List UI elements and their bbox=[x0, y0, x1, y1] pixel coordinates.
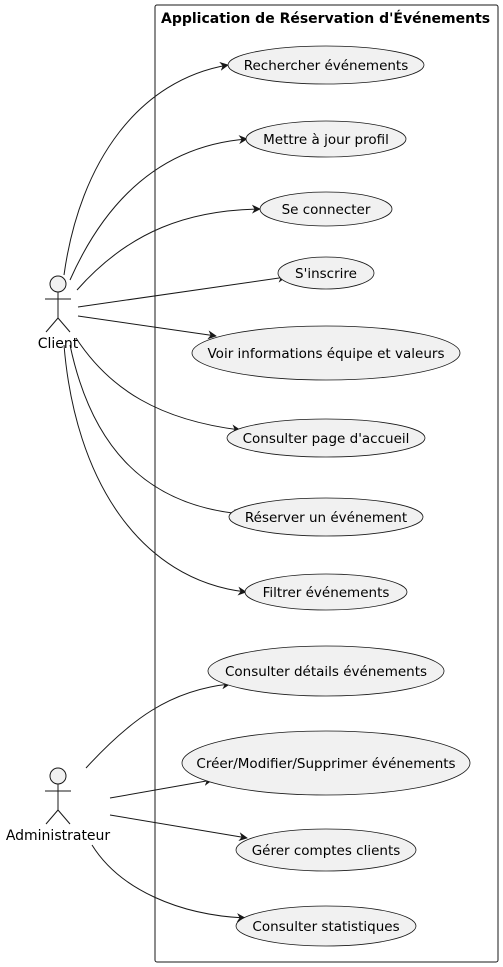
actor-head bbox=[49, 767, 67, 785]
use-case-filtrer: Filtrer événements bbox=[244, 573, 408, 611]
association-client-connecter bbox=[76, 204, 261, 291]
use-case-reserver: Réserver un événement bbox=[228, 497, 424, 537]
use-case-ellipse bbox=[244, 573, 408, 611]
actor-head bbox=[49, 275, 67, 293]
association-admin-details bbox=[85, 680, 231, 769]
use-case-ellipse bbox=[227, 45, 425, 85]
use-case-ellipse bbox=[207, 645, 445, 697]
use-case-ellipse bbox=[235, 828, 417, 872]
actor-administrateur: Administrateur bbox=[6, 767, 111, 844]
actor-right-leg bbox=[57, 809, 71, 825]
system-title: Application de Réservation d'Événements bbox=[161, 10, 490, 27]
use-case-consulter-details: Consulter détails événements bbox=[207, 645, 445, 697]
boundary-frame bbox=[154, 4, 499, 963]
use-case-label: Rechercher événements bbox=[244, 58, 409, 74]
association-client-profil bbox=[69, 135, 248, 281]
use-case-se-connecter: Se connecter bbox=[259, 191, 393, 227]
associations bbox=[63, 61, 287, 923]
use-case-label: Voir informations équipe et valeurs bbox=[208, 346, 445, 362]
association-client-rechercher bbox=[63, 61, 229, 276]
use-case-ellipse bbox=[245, 120, 407, 158]
use-case-crud-evenements: Créer/Modifier/Supprimer événements bbox=[181, 730, 471, 796]
use-case-label: Consulter page d'accueil bbox=[243, 431, 410, 447]
actor-left-leg bbox=[45, 809, 59, 825]
use-case-label: Consulter détails événements bbox=[225, 664, 427, 680]
use-case-label: Consulter statistiques bbox=[252, 919, 399, 935]
association-admin-statistiques bbox=[91, 844, 246, 923]
actor-left-leg bbox=[45, 317, 59, 333]
use-case-label: Mettre à jour profil bbox=[263, 132, 389, 148]
use-case-label: S'inscrire bbox=[295, 266, 357, 282]
use-case-label: Se connecter bbox=[282, 202, 371, 218]
use-case-ellipse bbox=[226, 418, 426, 458]
actor-right-leg bbox=[57, 317, 71, 333]
actor-label-client: Client bbox=[38, 336, 79, 352]
use-case-rechercher: Rechercher événements bbox=[227, 45, 425, 85]
association-admin-comptes bbox=[109, 814, 248, 842]
actor-client: Client bbox=[38, 275, 79, 352]
use-case-consulter-statistiques: Consulter statistiques bbox=[235, 905, 417, 947]
association-client-inscrire bbox=[77, 273, 287, 308]
use-case-label: Réserver un événement bbox=[245, 510, 407, 526]
use-case-consulter-accueil: Consulter page d'accueil bbox=[226, 418, 426, 458]
use-case-gerer-comptes: Gérer comptes clients bbox=[235, 828, 417, 872]
actor-label-administrateur: Administrateur bbox=[6, 828, 111, 844]
association-client-voir-equipe bbox=[77, 315, 217, 340]
use-case-ellipse bbox=[181, 730, 471, 796]
use-case-label: Gérer comptes clients bbox=[252, 843, 401, 859]
use-case-ellipse bbox=[277, 256, 375, 290]
use-case-ellipse bbox=[191, 325, 461, 381]
association-client-filtrer bbox=[63, 344, 247, 596]
association-client-reserver bbox=[69, 344, 243, 518]
use-case-label: Filtrer événements bbox=[263, 585, 390, 601]
use-case-voir-informations: Voir informations équipe et valeurs bbox=[191, 325, 461, 381]
association-admin-crud bbox=[109, 776, 213, 799]
use-case-s-inscrire: S'inscrire bbox=[277, 256, 375, 290]
use-case-ellipse bbox=[228, 497, 424, 537]
use-case-ellipse bbox=[259, 191, 393, 227]
system-boundary: Application de Réservation d'Événements bbox=[154, 4, 499, 963]
use-case-ellipse bbox=[235, 905, 417, 947]
association-client-accueil bbox=[75, 337, 241, 434]
use-case-mettre-a-jour-profil: Mettre à jour profil bbox=[245, 120, 407, 158]
use-case-label: Créer/Modifier/Supprimer événements bbox=[196, 756, 455, 772]
